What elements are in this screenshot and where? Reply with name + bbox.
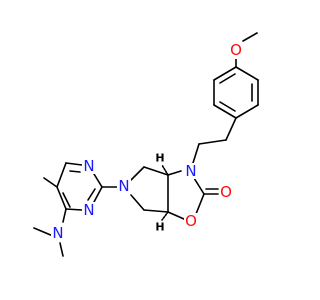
stereo-wedges [161, 164, 169, 221]
atom-bg [51, 225, 65, 241]
bond [235, 104, 259, 119]
atom-n-pyrimidine-upper: N [83, 157, 94, 175]
bond [143, 209, 169, 213]
atom-o-ring: O [185, 212, 197, 230]
bond [161, 164, 169, 176]
bond [167, 170, 182, 176]
bond [213, 104, 237, 119]
atom-bg [82, 158, 96, 174]
bond [167, 211, 185, 220]
bond [69, 170, 81, 173]
bond [130, 166, 145, 181]
atom-o-methoxy: O [230, 41, 242, 59]
bond [56, 162, 67, 188]
bond [62, 192, 71, 208]
atom-bg [229, 43, 243, 59]
molecule-structure-canvas: O N O O H H N N N N [33, 32, 259, 257]
bond [161, 211, 169, 221]
bond-layer [33, 32, 259, 257]
atom-n-oxazolidinone: N [185, 162, 196, 180]
atom-n-pyrrolidine: N [118, 177, 129, 195]
bond [193, 177, 205, 195]
bond [130, 194, 145, 211]
molecule-diagram: O N O O H H N N N N [33, 32, 259, 257]
bond [93, 186, 103, 203]
atom-bg [184, 213, 198, 229]
atom-bg [82, 202, 96, 218]
bond [213, 66, 237, 81]
bond [192, 143, 200, 164]
bond [56, 186, 67, 210]
atom-bg [219, 184, 233, 200]
bond [235, 66, 259, 81]
bond [198, 139, 227, 145]
atom-h-upper: H [155, 152, 164, 165]
atom-n-pyrimidine-lower: N [83, 201, 94, 219]
bond [195, 193, 205, 215]
atom-h-lower: H [155, 221, 164, 234]
bond [33, 227, 54, 237]
bond [143, 166, 169, 176]
atom-n-dimethylamino: N [52, 224, 63, 242]
bond [65, 208, 83, 211]
bond [219, 101, 236, 112]
bond [242, 32, 258, 42]
atom-layer: O N O O H H N N N N [51, 41, 243, 242]
bond [225, 117, 237, 141]
bond [43, 177, 58, 188]
atom-bg [117, 178, 131, 194]
atom-o-carbonyl: O [220, 183, 232, 201]
bond [59, 242, 64, 257]
bond [62, 208, 67, 223]
atom-bg [184, 163, 198, 179]
bond [219, 73, 236, 84]
bond [65, 162, 83, 166]
bond [93, 173, 103, 188]
bond [87, 188, 96, 201]
